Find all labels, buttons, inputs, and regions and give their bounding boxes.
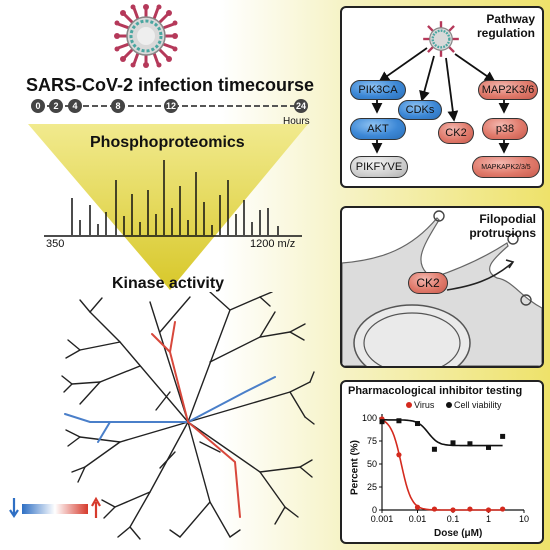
phosphoproteomics-title: Phosphoproteomics xyxy=(90,134,245,151)
filopodia-title: Filopodial protrusions xyxy=(469,212,536,240)
timepoint-24: 24 xyxy=(294,99,308,113)
viability-point xyxy=(396,418,402,424)
chart-ylabel: Percent (%) xyxy=(349,440,361,496)
ms-min-label: 350 xyxy=(46,238,65,250)
legend-virus: Virus xyxy=(406,400,434,410)
viability-point xyxy=(379,419,385,425)
kinase-tree xyxy=(61,292,315,540)
node-ck2: CK2 xyxy=(438,122,474,144)
timepoint-8: 8 xyxy=(111,99,125,113)
x-tick-label: 10 xyxy=(519,514,529,524)
timecourse-title: SARS-CoV-2 infection timecourse xyxy=(26,75,315,95)
viability-point xyxy=(431,446,437,452)
node-p38: p38 xyxy=(482,118,528,140)
viability-point xyxy=(415,421,420,427)
pathway-virus-icon xyxy=(423,21,459,57)
virus-point xyxy=(396,452,402,458)
node-cdks: CDKs xyxy=(398,100,442,120)
pathway-panel: Pathway regulation PIK3CA AKT PIKFYVE CD… xyxy=(340,6,544,188)
virus-point xyxy=(450,507,456,513)
timepoint-2: 2 xyxy=(49,99,63,113)
pathway-arrows xyxy=(371,47,510,154)
mass-spectrum xyxy=(44,160,302,237)
timepoint-4: 4 xyxy=(68,99,82,113)
funnel-arrow xyxy=(28,124,308,290)
legend-viability-label: Cell viability xyxy=(454,400,502,410)
legend-virus-label: Virus xyxy=(414,400,435,410)
viability-point xyxy=(500,433,506,439)
y-tick-label: 0 xyxy=(372,505,377,515)
x-tick-label: 0.001 xyxy=(371,514,394,524)
viability-fit-curve xyxy=(382,419,503,447)
legend-viability-marker xyxy=(446,402,452,408)
y-tick-label: 75 xyxy=(367,436,377,446)
x-tick-label: 1 xyxy=(486,514,491,524)
activity-color-legend xyxy=(9,496,101,518)
node-pik3ca: PIK3CA xyxy=(350,80,406,100)
filopodia-panel: Filopodial protrusions CK2 xyxy=(340,206,544,368)
node-map2k: MAP2K3/6 xyxy=(478,80,538,100)
y-tick-label: 50 xyxy=(367,459,377,469)
y-tick-label: 100 xyxy=(362,413,377,423)
node-akt: AKT xyxy=(350,118,406,140)
ms-max-label: 1200 m/z xyxy=(250,238,296,250)
legend-viability: Cell viability xyxy=(446,400,502,410)
inhibitor-panel: Pharmacological inhibitor testing 0 25 50 7… xyxy=(340,380,544,544)
legend-virus-marker xyxy=(406,402,412,408)
virus-point xyxy=(467,506,473,512)
filopodia-ck2: CK2 xyxy=(408,272,448,294)
viability-point xyxy=(467,441,473,447)
virus-point xyxy=(500,506,506,512)
chart-xlabel: Dose (μM) xyxy=(434,528,483,539)
pathway-title: Pathway regulation xyxy=(476,12,535,40)
kinase-activity-title: Kinase activity xyxy=(112,275,225,292)
viability-point xyxy=(486,444,491,450)
hours-label: Hours xyxy=(283,116,310,127)
timepoint-0: 0 xyxy=(31,99,45,113)
node-mapkapk: MAPKAPK2/3/5 xyxy=(472,156,540,178)
timepoint-12: 12 xyxy=(164,99,178,113)
node-pikfyve: PIKFYVE xyxy=(350,156,408,178)
virus-fit-curve xyxy=(381,419,503,511)
viability-point xyxy=(450,440,456,446)
x-tick-label: 0.1 xyxy=(447,514,460,524)
virus-point xyxy=(414,504,421,510)
inhibitor-title: Pharmacological inhibitor testing xyxy=(348,385,523,397)
x-tick-label: 0.01 xyxy=(409,514,427,524)
inhibitor-chart: 0 25 50 75 100 0.001 0.01 0.1 1 10 xyxy=(362,413,529,524)
virus-icon xyxy=(114,4,178,68)
y-tick-label: 25 xyxy=(367,482,377,492)
virus-point xyxy=(431,506,438,512)
virus-point xyxy=(485,507,492,513)
